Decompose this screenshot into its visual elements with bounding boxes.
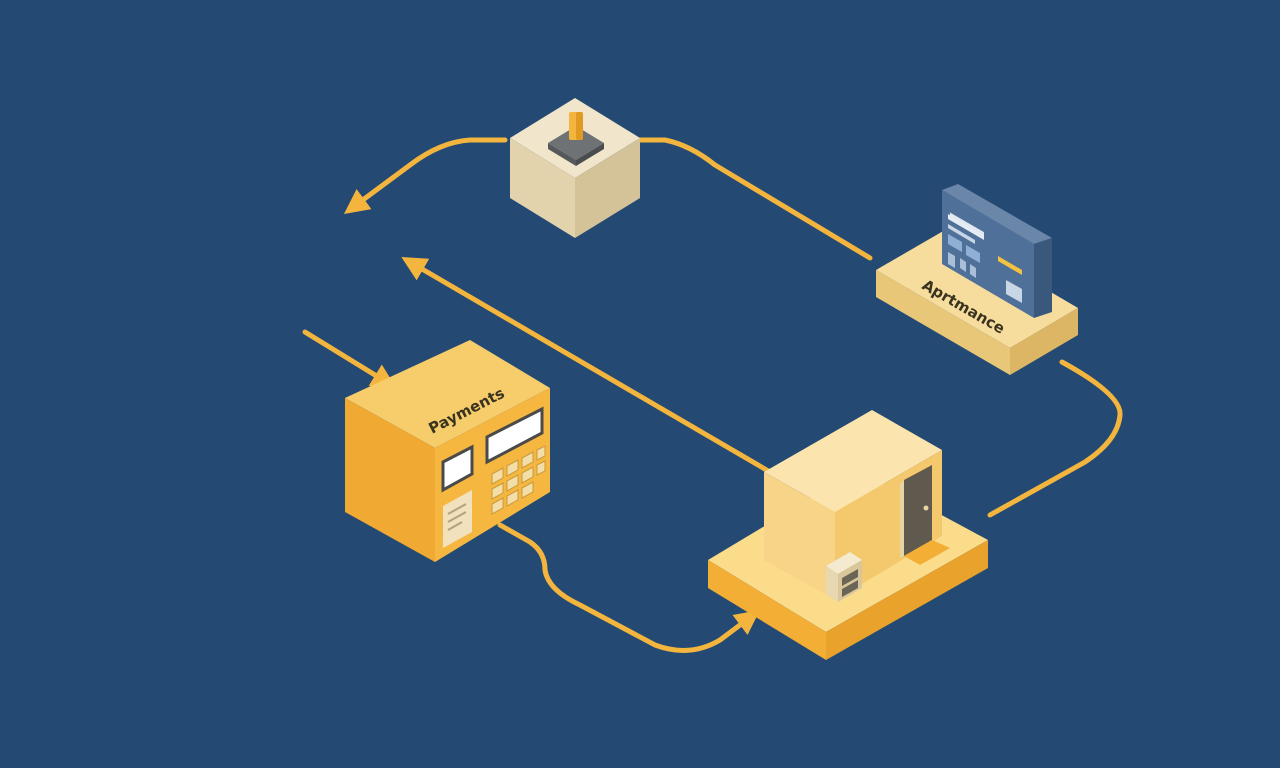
arrow-control-to-monitor bbox=[637, 137, 873, 261]
payments-large-screen bbox=[485, 406, 544, 465]
building-node bbox=[708, 410, 988, 660]
arrow-building-to-upper-left bbox=[401, 256, 773, 475]
control-box-left-face bbox=[510, 138, 575, 238]
keypad-icon bbox=[491, 445, 546, 515]
monitor-platform-top bbox=[876, 230, 1078, 348]
control-box-node bbox=[510, 98, 640, 238]
payments-box-left-face bbox=[345, 398, 435, 562]
payments-small-screen bbox=[441, 444, 474, 493]
payments-node: Payments bbox=[345, 340, 550, 562]
arrow-payments-to-building bbox=[497, 522, 760, 653]
payments-box-top bbox=[345, 340, 550, 448]
arrow-control-to-left bbox=[343, 137, 508, 214]
building-front-left bbox=[764, 472, 835, 600]
arrow-monitor-to-building bbox=[987, 359, 1123, 518]
monitor-screen-content bbox=[948, 212, 1022, 303]
cabinet-icon bbox=[826, 552, 862, 602]
control-box-right-face bbox=[575, 138, 640, 238]
building-roof bbox=[764, 410, 942, 512]
arrow-incoming-to-payments bbox=[302, 329, 397, 389]
flow-arrows bbox=[302, 137, 1123, 653]
door-icon[interactable] bbox=[904, 465, 932, 556]
monitor-node: Aprtmance bbox=[876, 184, 1078, 375]
